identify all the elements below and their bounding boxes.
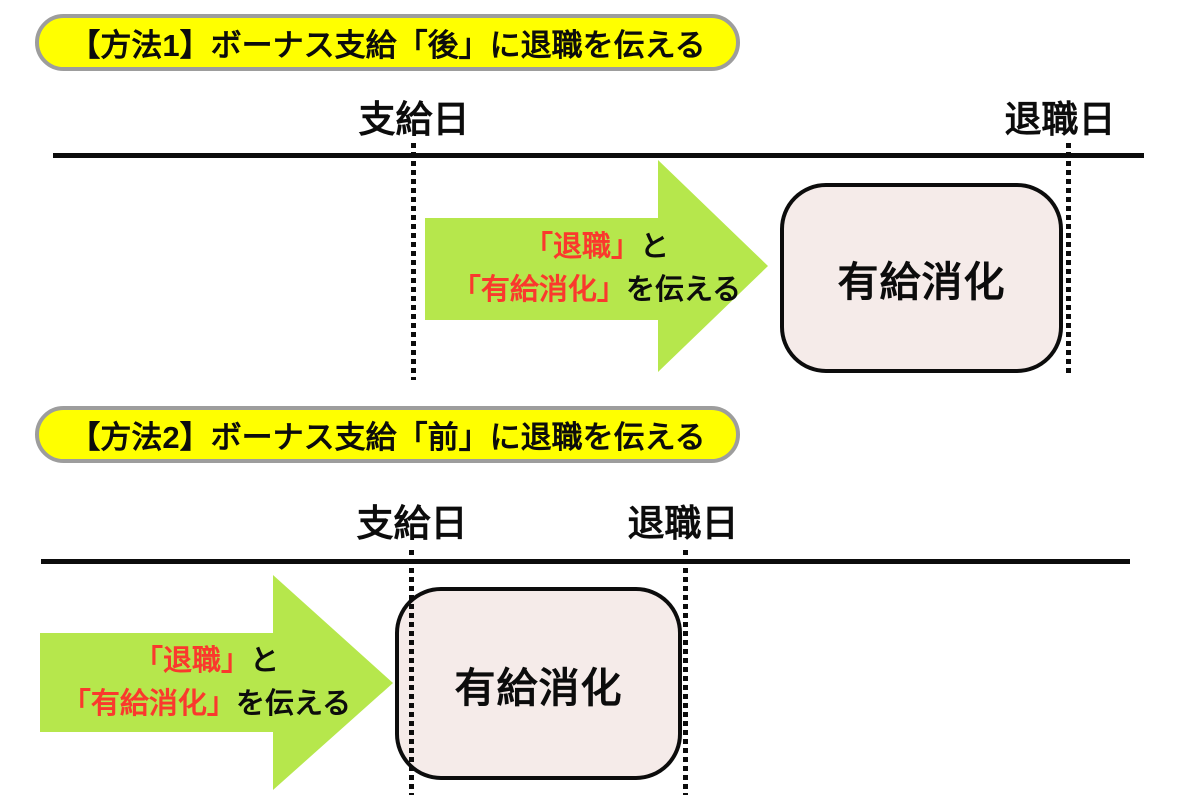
s2-resignation-date-label: 退職日: [627, 503, 739, 544]
s2-arrow-label-line1: 「退職」と: [134, 640, 279, 683]
s1-resignation-dotted-line: [1066, 143, 1071, 376]
s1-resignation-date-label: 退職日: [1004, 99, 1116, 140]
method2-badge-label: 【方法2】ボーナス支給「前」に退職を伝える: [69, 420, 706, 455]
s2-arrow-right-icon: [40, 575, 393, 790]
s1-timeline-line: [53, 153, 1144, 158]
s1-paid-leave-box: 有給消化: [780, 183, 1063, 373]
s1-arrow-right-icon: [425, 160, 768, 372]
s2-payment-date-label: 支給日: [356, 503, 468, 544]
s2-arrow-label-red2: 「有給消化」: [61, 687, 236, 720]
s2-arrow-label-red1: 「退職」: [133, 644, 250, 677]
s1-paid-leave-box-label: 有給消化: [837, 259, 1006, 305]
s1-arrow-label-line2: 「有給消化」を伝える: [452, 269, 741, 312]
s2-paid-leave-box-label: 有給消化: [454, 664, 623, 711]
s2-paid-leave-box: 有給消化: [395, 587, 682, 780]
s1-payment-date-label: 支給日: [358, 99, 470, 140]
s2-timeline-line: [41, 559, 1130, 564]
s2-arrow-label-black2: を伝える: [235, 687, 352, 720]
s1-arrow-label: 「退職」と 「有給消化」を伝える: [425, 218, 768, 320]
method1-badge: 【方法1】ボーナス支給「後」に退職を伝える: [35, 14, 740, 71]
s2-arrow-label-line2: 「有給消化」を伝える: [62, 683, 351, 726]
s2-payment-dotted-line: [409, 550, 414, 795]
s1-payment-dotted-line: [411, 143, 416, 380]
s1-arrow-label-red1: 「退職」: [523, 231, 640, 263]
method2-badge: 【方法2】ボーナス支給「前」に退職を伝える: [35, 406, 740, 463]
s1-arrow-label-red2: 「有給消化」: [451, 274, 626, 306]
s2-resignation-dotted-line: [683, 550, 688, 795]
s1-arrow-label-black1: と: [640, 231, 670, 263]
s2-arrow-label: 「退職」と 「有給消化」を伝える: [40, 633, 373, 732]
s1-arrow-label-line1: 「退職」と: [524, 226, 669, 269]
s2-arrow-label-black1: と: [250, 644, 280, 677]
method1-badge-label: 【方法1】ボーナス支給「後」に退職を伝える: [69, 28, 706, 63]
s1-arrow-label-black2: を伝える: [625, 274, 742, 306]
